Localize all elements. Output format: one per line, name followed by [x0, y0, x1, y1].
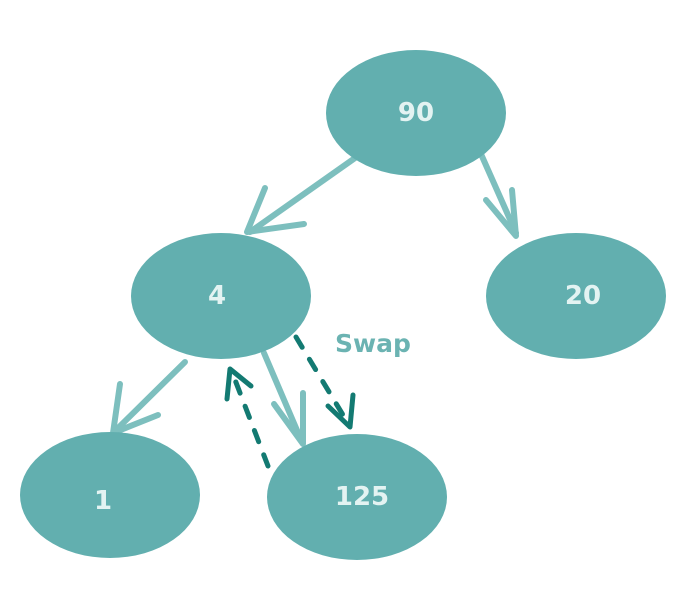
node-20-label: 20: [565, 281, 601, 311]
swap-arrows: [224, 334, 356, 469]
node-1-label: 1: [94, 486, 112, 516]
node-1-ellipse: [20, 432, 200, 558]
edge-90-to-4: [244, 155, 358, 235]
node-1: 1: [20, 432, 200, 558]
swap-label: Swap: [335, 329, 411, 358]
node-125-label: 125: [335, 482, 389, 512]
edge-4-to-1: [110, 359, 188, 436]
edge-90-to-20: [474, 142, 519, 239]
edge-4-to-125: [261, 350, 306, 447]
node-125-ellipse: [267, 434, 447, 560]
node-90-label: 90: [398, 98, 434, 128]
node-90: 90: [326, 50, 506, 176]
swap-arrow-up: [224, 366, 271, 469]
swap-arrow-down: [293, 334, 356, 430]
node-90-ellipse: [326, 50, 506, 176]
node-20-ellipse: [486, 233, 666, 359]
node-4: 4: [131, 233, 311, 359]
node-4-ellipse: [131, 233, 311, 359]
node-125: 125: [267, 434, 447, 560]
node-20: 20: [486, 233, 666, 359]
node-4-label: 4: [208, 281, 226, 311]
